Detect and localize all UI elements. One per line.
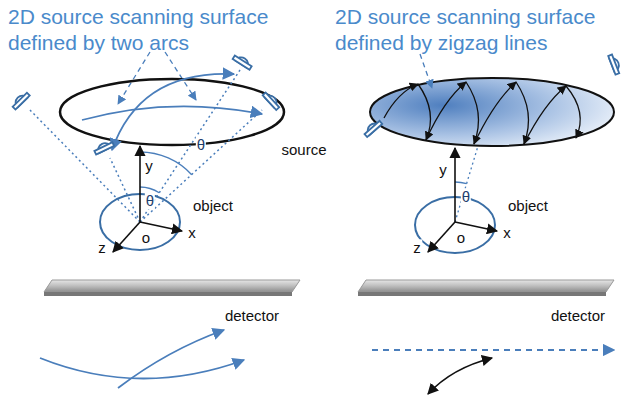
angle-arc bbox=[140, 152, 192, 175]
source-icon bbox=[233, 53, 254, 70]
origin-label: o bbox=[456, 229, 466, 246]
leader-line bbox=[165, 52, 196, 100]
axis-label: x bbox=[187, 224, 197, 241]
origin-label: o bbox=[141, 229, 151, 246]
scan-arc bbox=[112, 74, 234, 150]
detector-plate bbox=[44, 280, 300, 292]
panel-title: 2D source scanning surface defined by tw… bbox=[8, 4, 303, 57]
left-panel bbox=[30, 52, 300, 388]
axis-label: y bbox=[144, 157, 154, 174]
rotation-arrow bbox=[428, 358, 492, 394]
axis-label: x bbox=[502, 224, 512, 241]
source-icon bbox=[11, 91, 30, 110]
axis-label: z bbox=[97, 239, 107, 256]
axes bbox=[428, 148, 497, 252]
detector-arc bbox=[40, 358, 244, 379]
angle-arc bbox=[455, 182, 467, 184]
source-icon bbox=[363, 119, 383, 137]
part-label: object bbox=[192, 197, 234, 214]
panel-title: 2D source scanning surface defined by zi… bbox=[335, 4, 635, 57]
source-icon bbox=[263, 91, 282, 110]
axes bbox=[113, 146, 182, 252]
leader-line bbox=[420, 54, 432, 88]
zigzag-lines bbox=[384, 82, 580, 144]
angle-label: θ bbox=[461, 188, 471, 205]
source-icons bbox=[11, 53, 622, 155]
axis-label: y bbox=[438, 161, 448, 178]
part-label: detector bbox=[224, 307, 280, 324]
detector-edge bbox=[358, 292, 606, 296]
source-surface bbox=[370, 78, 614, 146]
detector-plate bbox=[358, 280, 614, 292]
angle-label: θ bbox=[196, 136, 206, 153]
part-label: source bbox=[280, 141, 327, 158]
part-label: detector bbox=[550, 307, 606, 324]
part-label: object bbox=[507, 197, 549, 214]
leader-line bbox=[118, 52, 150, 104]
angle-label: θ bbox=[145, 192, 155, 209]
translation-arrow bbox=[372, 349, 614, 351]
detector-arc bbox=[118, 330, 224, 388]
ray-lines bbox=[30, 70, 262, 222]
source-icon bbox=[608, 53, 622, 74]
ray-line bbox=[455, 146, 478, 222]
source-surface bbox=[60, 79, 284, 145]
right-panel bbox=[358, 54, 614, 394]
detector-edge bbox=[44, 292, 292, 296]
source-icon bbox=[93, 140, 114, 155]
axis-label: z bbox=[412, 239, 422, 256]
scan-arc bbox=[82, 106, 262, 120]
